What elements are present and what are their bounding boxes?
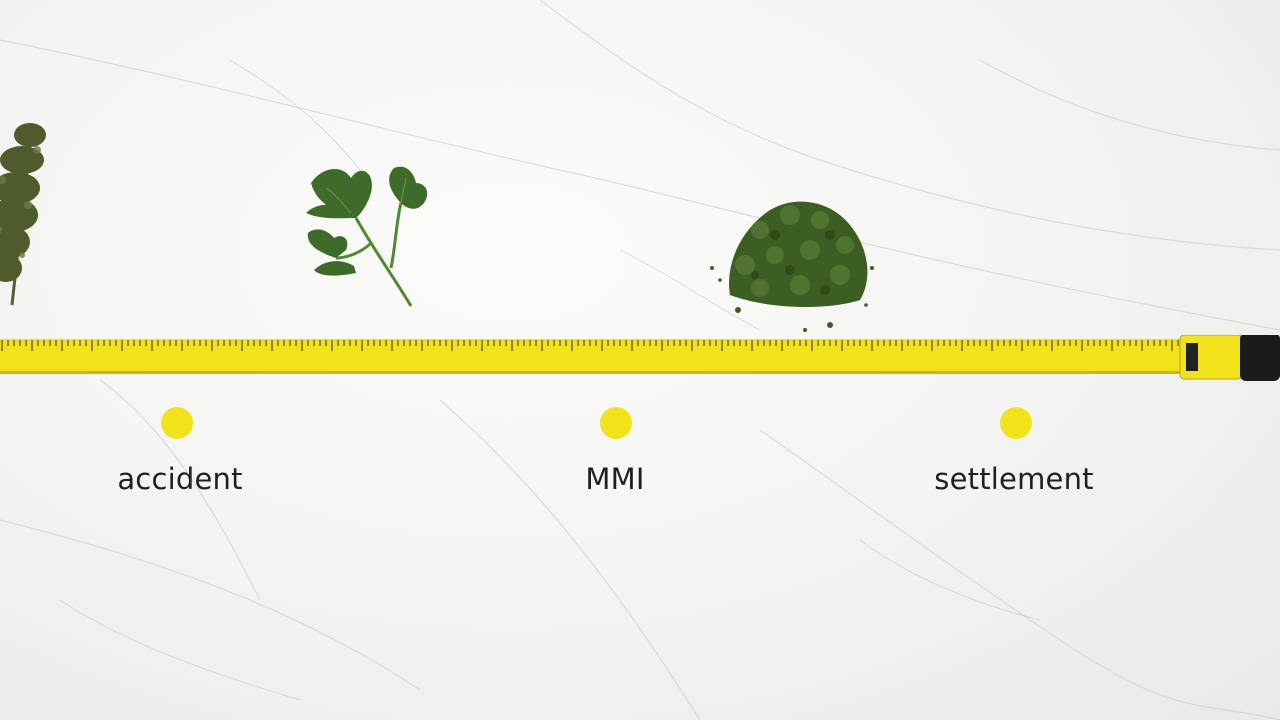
parsley-leaf-icon — [306, 166, 428, 307]
timeline-label-mmi: MMI — [585, 462, 645, 496]
thyme-sprig-icon — [0, 123, 46, 306]
timeline-label-accident: accident — [117, 462, 243, 496]
measuring-tape-icon — [0, 335, 1280, 381]
timeline-dot-settlement — [1000, 407, 1032, 439]
herb-pile-icon — [710, 201, 874, 332]
timeline-label-settlement: settlement — [934, 462, 1094, 496]
timeline-dot-mmi — [600, 407, 632, 439]
timeline-dot-accident — [161, 407, 193, 439]
